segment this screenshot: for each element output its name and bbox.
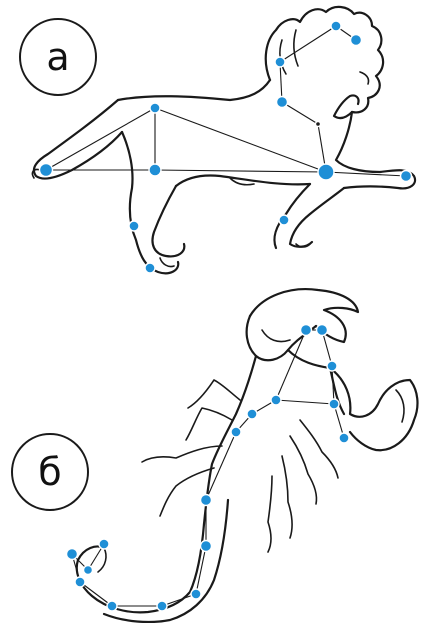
panel-a: а (20, 7, 415, 273)
star (277, 97, 288, 108)
star (191, 589, 201, 599)
star (316, 122, 321, 127)
lion-star-links (46, 26, 406, 176)
label-a-text: а (46, 35, 69, 79)
star (275, 57, 285, 67)
star (145, 263, 155, 273)
panel-b: б (12, 289, 417, 622)
star (107, 601, 117, 611)
star (201, 495, 212, 506)
star (271, 395, 281, 405)
star (149, 164, 161, 176)
star (84, 566, 93, 575)
label-marker-a: а (20, 19, 96, 95)
label-b-text: б (38, 450, 61, 494)
star (318, 164, 334, 180)
label-marker-b: б (12, 434, 88, 510)
star (401, 171, 412, 182)
star (99, 539, 109, 549)
star (301, 325, 312, 336)
star (331, 21, 341, 31)
scorpion-star-links (72, 330, 344, 606)
star (339, 433, 349, 443)
star (75, 577, 85, 587)
star (279, 215, 289, 225)
star (129, 221, 139, 231)
scorpion-outline (77, 289, 418, 622)
star (247, 409, 257, 419)
star (351, 35, 362, 46)
star (329, 399, 339, 409)
star (40, 164, 53, 177)
star (327, 361, 337, 371)
star (317, 325, 328, 336)
star (150, 103, 160, 113)
star (157, 601, 167, 611)
star (201, 541, 212, 552)
star (231, 427, 241, 437)
star (67, 549, 78, 560)
